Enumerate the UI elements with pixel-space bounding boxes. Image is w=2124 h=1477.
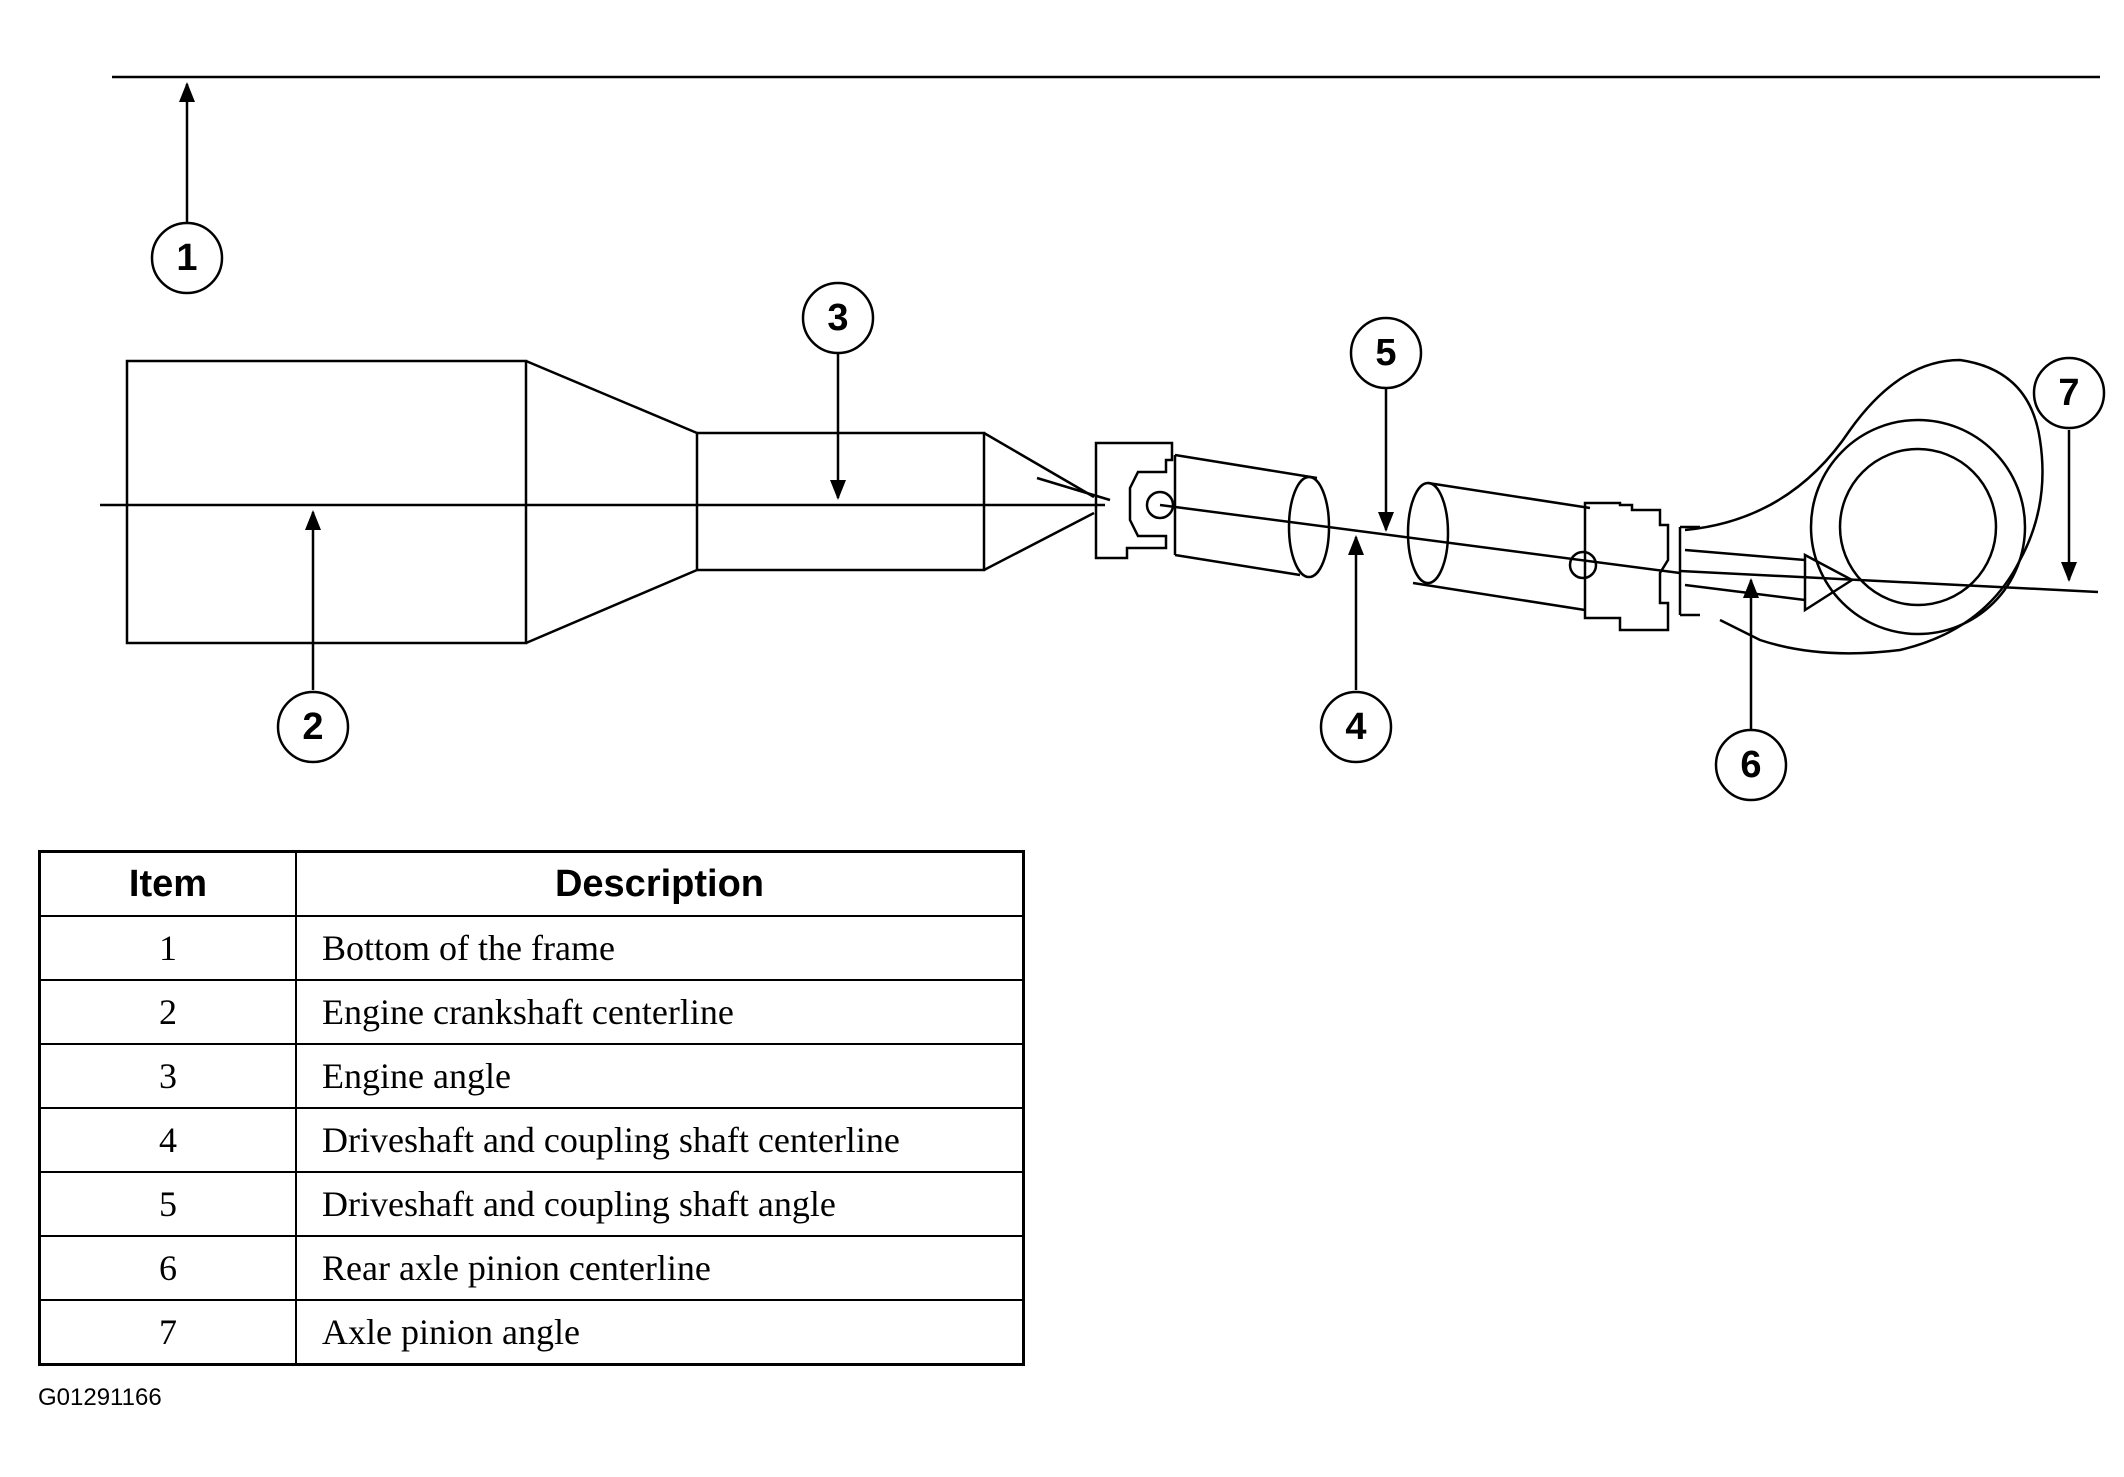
callout-7-label: 7 [2058, 372, 2079, 414]
legend-item-description: Engine angle [295, 1043, 1025, 1109]
legend-header-description: Description [295, 850, 1025, 917]
callout-4-circle [1319, 690, 1393, 764]
legend-item-description: Axle pinion angle [295, 1299, 1025, 1366]
ring-gear-outer [1809, 418, 2027, 636]
table-row: 7 Axle pinion angle [38, 1299, 1025, 1366]
legend-header-row: Item Description [38, 850, 1025, 917]
driveshaft-front [1173, 453, 1318, 577]
rear-u-joint-pivot [1568, 550, 1598, 580]
table-row: 2 Engine crankshaft centerline [38, 979, 1025, 1045]
driveline-angle-diagram: 1 2 3 4 5 6 7 [100, 75, 2106, 802]
ring-gear-inner [1838, 447, 1998, 607]
pinion-centerline [1679, 569, 2099, 594]
table-row: 4 Driveshaft and coupling shaft centerli… [38, 1107, 1025, 1173]
legend-item-description: Bottom of the frame [295, 915, 1025, 981]
legend-item-description: Engine crankshaft centerline [295, 979, 1025, 1045]
front-u-joint-pivot [1145, 490, 1175, 520]
figure-id: G01291166 [38, 1384, 162, 1411]
rear-u-joint [1583, 501, 1670, 632]
legend-header-item: Item [38, 850, 297, 917]
callout-6-label: 6 [1740, 744, 1761, 786]
callout-5-circle [1349, 316, 1423, 390]
transmission [695, 431, 986, 572]
pinion-gear [1803, 552, 1855, 613]
front-u-joint [1094, 441, 1174, 560]
callout-5-label: 5 [1375, 332, 1396, 374]
callout-4-label: 4 [1345, 706, 1366, 748]
legend-item-number: 1 [38, 915, 297, 981]
driveshaft-rear-end [1406, 481, 1450, 585]
legend-item-number: 2 [38, 979, 297, 1045]
callout-2-circle [276, 690, 350, 764]
table-row: 3 Engine angle [38, 1043, 1025, 1109]
callout-3-label: 3 [827, 297, 848, 339]
axle-housing [1684, 358, 2044, 655]
legend-item-number: 6 [38, 1235, 297, 1301]
legend-item-description: Driveshaft and coupling shaft angle [295, 1171, 1025, 1237]
callout-1-label: 1 [176, 237, 197, 279]
callout-6-circle [1714, 728, 1788, 802]
callout-3-circle [801, 281, 875, 355]
callout-1-circle [150, 221, 224, 295]
callout-2-label: 2 [302, 706, 323, 748]
driveshaft-centerline [1159, 503, 1681, 575]
table-row: 6 Rear axle pinion centerline [38, 1235, 1025, 1301]
legend-table: Item Description 1 Bottom of the frame 2… [38, 850, 1025, 1366]
callout-7-circle [2032, 356, 2106, 430]
driveshaft-rear [1412, 481, 1591, 612]
legend-item-description: Driveshaft and coupling shaft centerline [295, 1107, 1025, 1173]
legend-item-description: Rear axle pinion centerline [295, 1235, 1025, 1301]
legend-item-number: 4 [38, 1107, 297, 1173]
table-row: 1 Bottom of the frame [38, 915, 1025, 981]
legend-item-number: 3 [38, 1043, 297, 1109]
transmission-tailcone [983, 431, 1095, 572]
table-row: 5 Driveshaft and coupling shaft angle [38, 1171, 1025, 1237]
bellhousing-taper [525, 359, 698, 645]
engine-angle-line [1036, 476, 1111, 502]
engine-block [125, 359, 528, 645]
legend-item-number: 7 [38, 1299, 297, 1366]
legend-item-number: 5 [38, 1171, 297, 1237]
